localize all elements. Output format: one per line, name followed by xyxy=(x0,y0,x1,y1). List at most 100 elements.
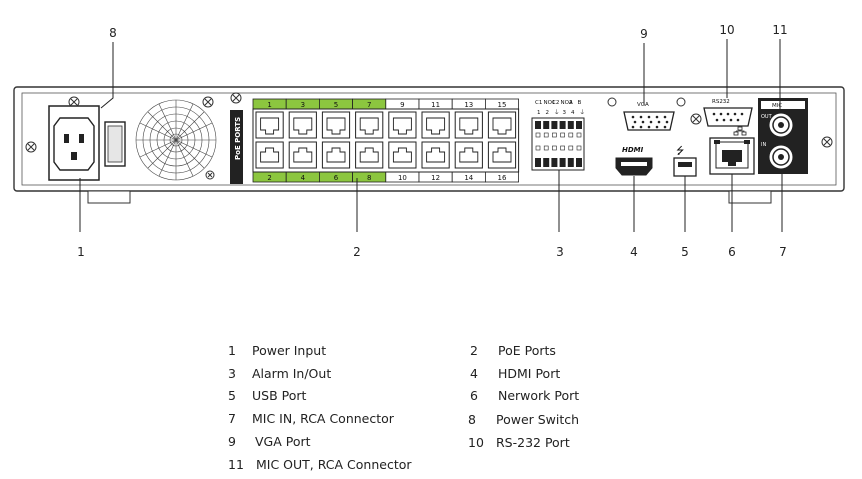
rca-in-connector xyxy=(768,144,794,170)
alarm-terminal-label: NO2 xyxy=(561,100,573,106)
rs232-pin xyxy=(722,118,726,122)
callout-8: 8 xyxy=(109,26,117,40)
mic-block: MIC OUT IN xyxy=(758,98,808,174)
alarm-terminal xyxy=(535,121,541,167)
mic-label: MIC xyxy=(772,103,782,109)
callout-numbers: 8 9 10 11 1 2 3 4 5 6 7 xyxy=(77,23,787,259)
vga-pin xyxy=(663,125,667,129)
network-port xyxy=(709,137,755,175)
rj45-jack xyxy=(288,111,317,139)
callout-11: 11 xyxy=(772,23,787,37)
rs232-pin xyxy=(712,112,716,116)
vga-port: VGA xyxy=(623,102,675,131)
alarm-terminal xyxy=(576,121,582,167)
rj45-jack xyxy=(288,141,317,169)
alarm-terminal-label: C2 xyxy=(552,100,559,106)
rj45-jack xyxy=(388,141,417,169)
legend-label: PoE Ports xyxy=(497,343,556,358)
mic-out-label: OUT xyxy=(761,114,773,120)
rj45-jack xyxy=(487,141,517,169)
poe-port-number: 14 xyxy=(464,174,473,182)
poe-port-number: 11 xyxy=(431,101,440,109)
poe-label-bar: PoE PORTS xyxy=(230,110,243,184)
poe-ports-label: PoE PORTS xyxy=(234,117,242,160)
alarm-terminal-label: A xyxy=(569,100,573,106)
legend-label: HDMI Port xyxy=(497,366,561,381)
screw-icon xyxy=(607,97,617,107)
vga-pin xyxy=(663,115,667,119)
power-switch xyxy=(104,121,126,167)
callout-5: 5 xyxy=(681,245,689,259)
legend-item: 11 MIC OUT, RCA Connector xyxy=(228,457,412,475)
alarm-terminal xyxy=(567,121,574,167)
hdmi-label: HDMI xyxy=(622,146,644,154)
alarm-terminal xyxy=(551,121,558,167)
mic-in-label: IN xyxy=(761,142,766,148)
poe-port-number: 10 xyxy=(398,174,407,182)
legend-label: MIC IN, RCA Connector xyxy=(251,411,394,426)
callout-lines xyxy=(79,39,783,232)
poe-port-number: 13 xyxy=(464,101,473,109)
alarm-terminal xyxy=(559,121,566,167)
callout-3: 3 xyxy=(556,245,564,259)
screw-icon xyxy=(690,113,702,125)
callout-9: 9 xyxy=(640,27,648,41)
legend-item: 1 Power Input xyxy=(228,343,326,361)
legend-num: 1 xyxy=(228,343,236,358)
rj45-jack xyxy=(421,141,450,169)
vga-pin xyxy=(639,125,643,129)
callout-1: 1 xyxy=(77,245,85,259)
legend-num: 4 xyxy=(470,366,478,381)
poe-port-number: 9 xyxy=(400,101,404,109)
poe-port-number: 12 xyxy=(431,174,440,182)
legend-num: 6 xyxy=(470,388,478,403)
rs232-pin xyxy=(729,118,733,122)
poe-port-number: 16 xyxy=(498,174,507,182)
vga-pin xyxy=(647,125,651,129)
screw-icon xyxy=(676,97,686,107)
legend-num: 7 xyxy=(228,411,236,426)
poe-port-number: 7 xyxy=(367,101,371,109)
vga-pin xyxy=(631,115,635,119)
legend-num: 11 xyxy=(228,457,244,472)
screw-icon xyxy=(25,141,37,153)
rj45-jack xyxy=(321,141,351,169)
poe-port-block xyxy=(252,108,520,173)
legend-label: Nerwork Port xyxy=(497,388,580,403)
callout-4: 4 xyxy=(630,245,638,259)
rj45-jack xyxy=(355,111,384,139)
alarm-terminal-label: C1 xyxy=(535,100,542,106)
legend-item: 6 Nerwork Port xyxy=(470,388,579,406)
legend-label: RS-232 Port xyxy=(495,435,570,450)
usb-icon: ⭍ xyxy=(676,145,684,157)
legend-item: 10 RS-232 Port xyxy=(468,435,570,453)
poe-port-number: 2 xyxy=(267,174,271,182)
legend-num: 2 xyxy=(470,343,478,358)
poe-port-number: 3 xyxy=(301,101,305,109)
vga-pin xyxy=(657,120,661,124)
vga-pin xyxy=(647,115,651,119)
rj45-jack xyxy=(321,111,351,139)
legend-item: 5 USB Port xyxy=(228,388,306,406)
alarm-terminal-label: NO1 xyxy=(544,100,556,106)
screws xyxy=(25,92,833,180)
legend-label: MIC OUT, RCA Connector xyxy=(255,457,412,472)
legend-num: 5 xyxy=(228,388,236,403)
vga-pin xyxy=(665,120,669,124)
rs232-pin xyxy=(736,118,740,122)
legend-label: USB Port xyxy=(251,388,307,403)
legend-item: 7 MIC IN, RCA Connector xyxy=(228,411,394,429)
callout-2: 2 xyxy=(353,245,361,259)
alarm-terminal-number: ⏚ xyxy=(554,109,560,116)
rs232-pin xyxy=(740,112,744,116)
alarm-terminal-number: ⏚ xyxy=(580,109,586,116)
rj45-jack xyxy=(355,141,384,169)
rs232-pin xyxy=(726,112,730,116)
rs232-label: RS232 xyxy=(712,99,730,105)
alarm-terminal xyxy=(543,121,550,167)
legend-label: Power Switch xyxy=(495,412,580,427)
legend-item: 4 HDMI Port xyxy=(470,366,560,384)
